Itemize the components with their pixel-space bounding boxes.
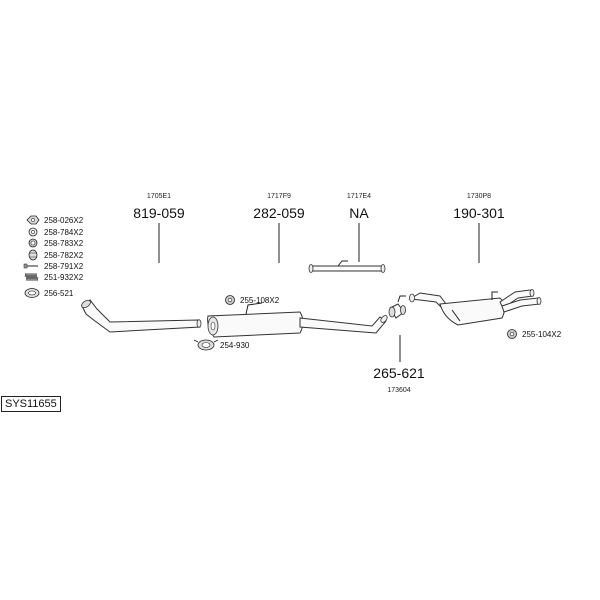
callout-clamp-254-930[interactable]: 254-930 (193, 339, 250, 351)
part-number: 819-059 (133, 205, 185, 221)
part-code: 1705E1 (147, 193, 171, 200)
part-number: 190-301 (453, 205, 505, 221)
part-number: NA (349, 205, 369, 221)
legend-item-nut[interactable]: 258-026X2 (26, 215, 84, 225)
part-code: 1717E4 (347, 193, 371, 200)
clamp-icon (193, 339, 219, 351)
rear-silencer-drawing (408, 289, 542, 326)
part-code: 173604 (387, 387, 410, 394)
part-rear-silencer[interactable]: 1730P8 190-301 255-104X2 (408, 193, 562, 340)
legend-item-gasket[interactable]: 256-521 (24, 288, 74, 299)
legend-label: 258-791X2 (44, 262, 84, 271)
legend: 258-026X2 258-784X2 258-783X2 258-782X2 … (23, 215, 84, 299)
callout-label: 254-930 (220, 341, 250, 350)
part-code: 1717F9 (267, 193, 291, 200)
callout-label: 255-108X2 (240, 296, 280, 305)
legend-item-washer[interactable]: 258-784X2 (28, 227, 84, 237)
front-pipe-drawing (81, 299, 202, 333)
legend-label: 258-782X2 (44, 251, 84, 260)
legend-label: 251-932X2 (44, 273, 84, 282)
legend-item-coil[interactable]: 251-932X2 (24, 272, 84, 282)
part-number: 265-621 (373, 365, 425, 381)
spring-coil-icon (24, 272, 39, 282)
legend-label: 258-026X2 (44, 216, 84, 225)
middle-silencer-drawing (207, 302, 388, 338)
part-number: 282-059 (253, 205, 305, 221)
legend-label: 258-784X2 (44, 228, 84, 237)
legend-item-ring[interactable]: 258-783X2 (28, 238, 84, 248)
part-connector[interactable]: 265-621 173604 (373, 295, 425, 394)
spring-icon (28, 249, 38, 261)
callout-label: 255-104X2 (522, 330, 562, 339)
callout-mount-255-108[interactable]: 255-108X2 (225, 295, 280, 306)
part-front-pipe[interactable]: 1705E1 819-059 (80, 193, 202, 333)
legend-item-spring[interactable]: 258-782X2 (28, 249, 84, 261)
legend-label: 258-783X2 (44, 239, 84, 248)
callout-mount-255-104[interactable]: 255-104X2 (507, 329, 562, 340)
part-intermediate-pipe[interactable]: 1717E4 NA (308, 193, 386, 273)
intermediate-pipe-drawing (308, 260, 386, 273)
connector-drawing (388, 295, 406, 319)
legend-label: 256-521 (44, 289, 74, 298)
part-code: 1730P8 (467, 193, 491, 200)
bolt-icon (23, 263, 38, 269)
part-middle-silencer[interactable]: 1717F9 282-059 255-108X2 254-930 (193, 193, 388, 351)
diagram-id-label: SYS11655 (1, 396, 61, 412)
legend-item-bolt[interactable]: 258-791X2 (23, 262, 84, 271)
